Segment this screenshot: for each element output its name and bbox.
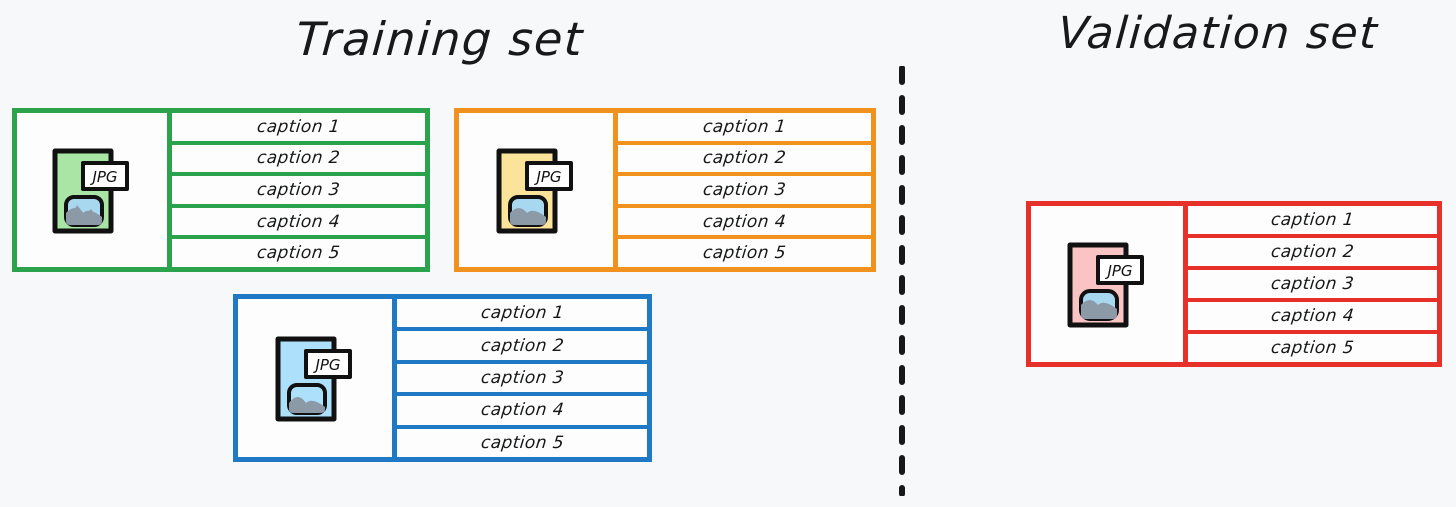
caption-text: caption 5: [255, 243, 342, 264]
caption-text: caption 3: [255, 179, 342, 200]
training-sample-green[interactable]: JPG caption 1 caption 2 caption 3 captio…: [12, 108, 430, 272]
caption-table-red: caption 1 caption 2 caption 3 caption 4 …: [1188, 201, 1442, 367]
caption-table-blue: caption 1 caption 2 caption 3 caption 4 …: [397, 294, 652, 462]
caption-text: caption 5: [479, 432, 565, 453]
jpg-file-icon: JPG: [496, 148, 573, 234]
caption-row[interactable]: caption 1: [172, 113, 425, 145]
caption-row[interactable]: caption 3: [397, 363, 647, 397]
caption-row[interactable]: caption 1: [397, 299, 647, 332]
image-panel-green: JPG: [12, 108, 172, 272]
caption-text: caption 4: [1269, 306, 1356, 326]
image-panel-blue: JPG: [233, 294, 397, 462]
caption-text: caption 2: [1269, 242, 1356, 262]
caption-row[interactable]: caption 3: [618, 176, 871, 208]
caption-row[interactable]: caption 4: [1188, 302, 1437, 334]
caption-text: caption 2: [479, 335, 565, 356]
jpg-file-icon: JPG: [1067, 242, 1144, 328]
caption-text: caption 1: [479, 303, 565, 324]
caption-row[interactable]: caption 4: [172, 207, 425, 240]
jpg-file-icon: JPG: [275, 336, 352, 422]
caption-text: caption 2: [255, 148, 342, 169]
caption-text: caption 4: [255, 211, 342, 232]
caption-text: caption 1: [1269, 210, 1356, 230]
caption-text: caption 3: [479, 368, 565, 389]
caption-row[interactable]: caption 5: [618, 239, 871, 267]
caption-text: caption 2: [701, 148, 788, 169]
svg-text:JPG: JPG: [1104, 262, 1132, 280]
dashed-divider-icon: [899, 66, 905, 496]
caption-text: caption 3: [701, 179, 788, 200]
svg-text:JPG: JPG: [89, 168, 117, 186]
caption-row[interactable]: caption 4: [618, 207, 871, 240]
validation-set-title: Validation set: [1056, 8, 1380, 59]
caption-row[interactable]: caption 2: [172, 144, 425, 177]
caption-row[interactable]: caption 5: [1188, 334, 1437, 362]
caption-text: caption 5: [1269, 338, 1356, 358]
caption-text: caption 1: [701, 116, 788, 137]
caption-text: caption 4: [701, 211, 788, 232]
caption-text: caption 5: [701, 243, 788, 264]
caption-row[interactable]: caption 2: [1188, 238, 1437, 270]
caption-row[interactable]: caption 5: [397, 428, 647, 458]
caption-text: caption 3: [1269, 274, 1356, 294]
image-panel-red: JPG: [1026, 201, 1188, 367]
caption-text: caption 1: [255, 116, 342, 137]
training-sample-orange[interactable]: JPG caption 1 caption 2 caption 3 captio…: [454, 108, 876, 272]
training-set-title: Training set: [294, 12, 586, 66]
caption-row[interactable]: caption 3: [1188, 270, 1437, 302]
caption-text: caption 4: [479, 400, 565, 421]
caption-row[interactable]: caption 2: [618, 144, 871, 177]
jpg-file-icon: JPG: [52, 148, 129, 234]
caption-table-green: caption 1 caption 2 caption 3 caption 4 …: [172, 108, 430, 272]
svg-text:JPG: JPG: [312, 356, 340, 374]
svg-text:JPG: JPG: [533, 168, 561, 186]
training-sample-blue[interactable]: JPG caption 1 caption 2 caption 3 captio…: [233, 294, 652, 462]
caption-row[interactable]: caption 3: [172, 176, 425, 208]
validation-sample-red[interactable]: JPG caption 1 caption 2 caption 3 captio…: [1026, 201, 1442, 367]
caption-row[interactable]: caption 5: [172, 239, 425, 267]
caption-row[interactable]: caption 1: [1188, 206, 1437, 238]
caption-row[interactable]: caption 4: [397, 396, 647, 429]
caption-row[interactable]: caption 1: [618, 113, 871, 145]
image-panel-orange: JPG: [454, 108, 618, 272]
caption-table-orange: caption 1 caption 2 caption 3 caption 4 …: [618, 108, 876, 272]
caption-row[interactable]: caption 2: [397, 331, 647, 364]
